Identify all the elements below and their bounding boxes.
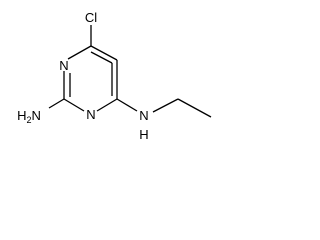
bond-c4-nh xyxy=(116,98,138,112)
atom-chlorine: Cl xyxy=(85,10,97,25)
bond-ch2-ch3 xyxy=(177,98,212,118)
bond-c6-n1 xyxy=(67,45,92,60)
bond-c2-nh2 xyxy=(48,98,65,109)
atom-amine-hydrogen: H xyxy=(139,127,148,142)
atom-ring-nitrogen-lower: N xyxy=(86,107,95,122)
bond-n3-c4 xyxy=(96,98,118,112)
atom-amino-nh2: H2N xyxy=(17,108,41,125)
bond-c5-c6-inner xyxy=(90,51,113,64)
bond-nh-ch2 xyxy=(152,98,179,113)
atom-amine-nitrogen: N xyxy=(139,108,148,123)
bond-c5-c6 xyxy=(90,45,118,61)
atom-labels: Cl N N H2N N H xyxy=(17,10,149,142)
chemical-structure: Cl N N H2N N H xyxy=(17,10,212,142)
bonds xyxy=(48,25,212,118)
atom-ring-nitrogen-upper: N xyxy=(59,58,68,73)
bond-c2-n3 xyxy=(63,98,85,112)
